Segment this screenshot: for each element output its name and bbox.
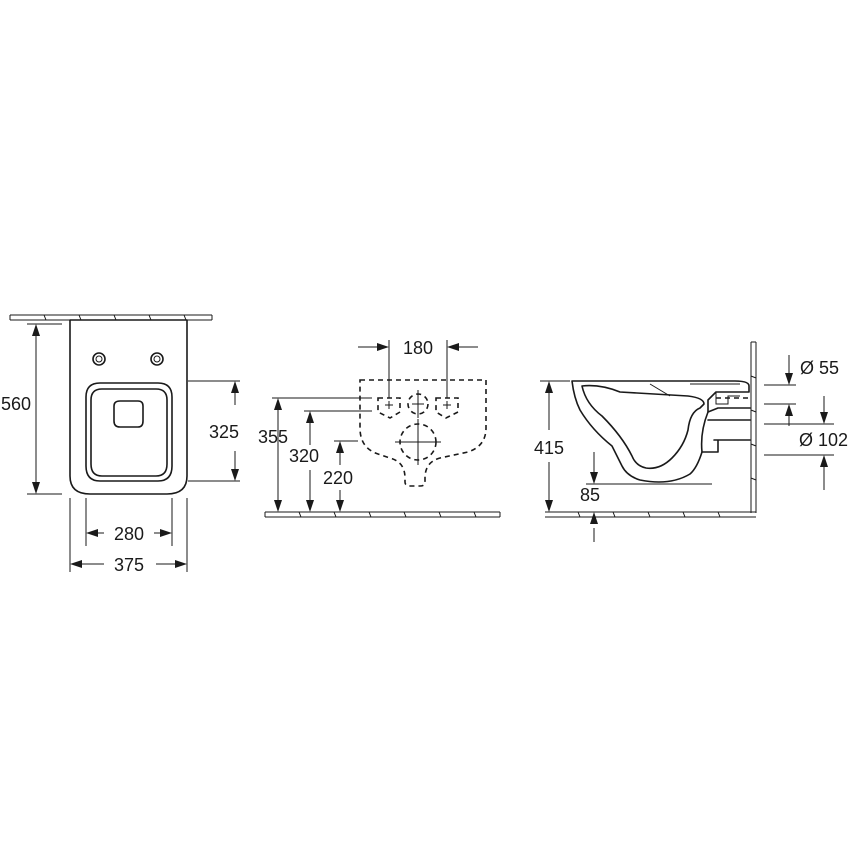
bowl-back-outline xyxy=(359,379,487,487)
hinge-bolt-left-inner xyxy=(95,355,103,363)
dim-320-arrow-bottom xyxy=(306,500,314,512)
dim-102-line xyxy=(764,396,834,490)
dim-55-arrow-bottom xyxy=(785,404,793,416)
bolt-hole-left xyxy=(377,397,401,419)
dim-320-arrow-top xyxy=(306,411,314,423)
seat-inner-opening xyxy=(90,388,168,477)
dim-325-label: 325 xyxy=(209,422,239,442)
hinge-bolt-left xyxy=(92,352,106,366)
dim-220-label: 220 xyxy=(323,468,353,488)
bowl-outline xyxy=(69,319,188,495)
side-view: 415 85 Ø 55 Ø 102 xyxy=(534,341,848,542)
flush-square xyxy=(113,400,144,428)
dim-180-arrow-right xyxy=(447,343,459,351)
dim-375-line xyxy=(69,498,188,572)
dim-220-arrow-bottom xyxy=(336,500,344,512)
dim-355-line xyxy=(272,397,372,503)
side-floor-strip xyxy=(545,511,756,518)
dim-180-arrow-left xyxy=(377,343,389,351)
bowl-profile-inner xyxy=(581,384,705,470)
dim-325-arrow-bottom xyxy=(231,469,239,481)
dim-280-line xyxy=(85,498,173,546)
bolt-crosshairs xyxy=(385,401,451,409)
dim-560-label: 560 xyxy=(1,394,31,414)
dim-415-label: 415 xyxy=(534,438,564,458)
dim-102-arrow-bottom xyxy=(820,455,828,467)
dim-415-arrow-top xyxy=(545,381,553,393)
dim-415-arrow-bottom xyxy=(545,500,553,512)
dim-375-arrow-right xyxy=(175,560,187,568)
outlet-pipe xyxy=(701,407,751,453)
dim-560-line xyxy=(27,323,62,495)
bowl-profile-outer xyxy=(571,380,750,483)
outlet-crosshair xyxy=(395,390,441,465)
dim-355-arrow-bottom xyxy=(274,500,282,512)
dim-280-label: 280 xyxy=(114,524,144,544)
wall-strip-right xyxy=(750,341,757,513)
dim-85-label: 85 xyxy=(580,485,600,505)
dim-325-line xyxy=(188,380,240,482)
dim-55-arrow-top xyxy=(785,373,793,385)
back-view: 180 355 320 220 xyxy=(258,338,501,518)
dim-320-label: 320 xyxy=(289,446,319,466)
dim-560-arrow-top xyxy=(32,324,40,336)
dim-220-arrow-top xyxy=(336,441,344,453)
hinge-bolt-right xyxy=(150,352,164,366)
rim-detail xyxy=(649,383,740,405)
dim-102-arrow-top xyxy=(820,412,828,424)
dim-325-arrow-top xyxy=(231,381,239,393)
dim-280-arrow-right xyxy=(160,529,172,537)
dim-375-label: 375 xyxy=(114,555,144,575)
dim-85-arrow-bottom xyxy=(590,512,598,524)
dim-102-label: Ø 102 xyxy=(799,430,848,450)
dim-375-arrow-left xyxy=(70,560,82,568)
dim-180-label: 180 xyxy=(403,338,433,358)
floor-strip xyxy=(264,511,501,518)
dim-85-line xyxy=(586,452,712,542)
dim-55-line xyxy=(764,355,796,426)
dim-320-line xyxy=(304,410,372,503)
dim-355-label: 355 xyxy=(258,427,288,447)
dim-55-label: Ø 55 xyxy=(800,358,839,378)
dim-180-line xyxy=(358,340,478,398)
bolt-hole-right xyxy=(435,397,459,419)
dim-560-arrow-bottom xyxy=(32,482,40,494)
dim-280-arrow-left xyxy=(86,529,98,537)
seat-opening xyxy=(85,382,173,482)
hinge-bolt-right-inner xyxy=(153,355,161,363)
dim-85-arrow-top xyxy=(590,472,598,484)
dim-355-arrow-top xyxy=(274,398,282,410)
dim-415-line xyxy=(540,380,570,502)
front-view: 560 325 280 375 xyxy=(1,314,240,575)
